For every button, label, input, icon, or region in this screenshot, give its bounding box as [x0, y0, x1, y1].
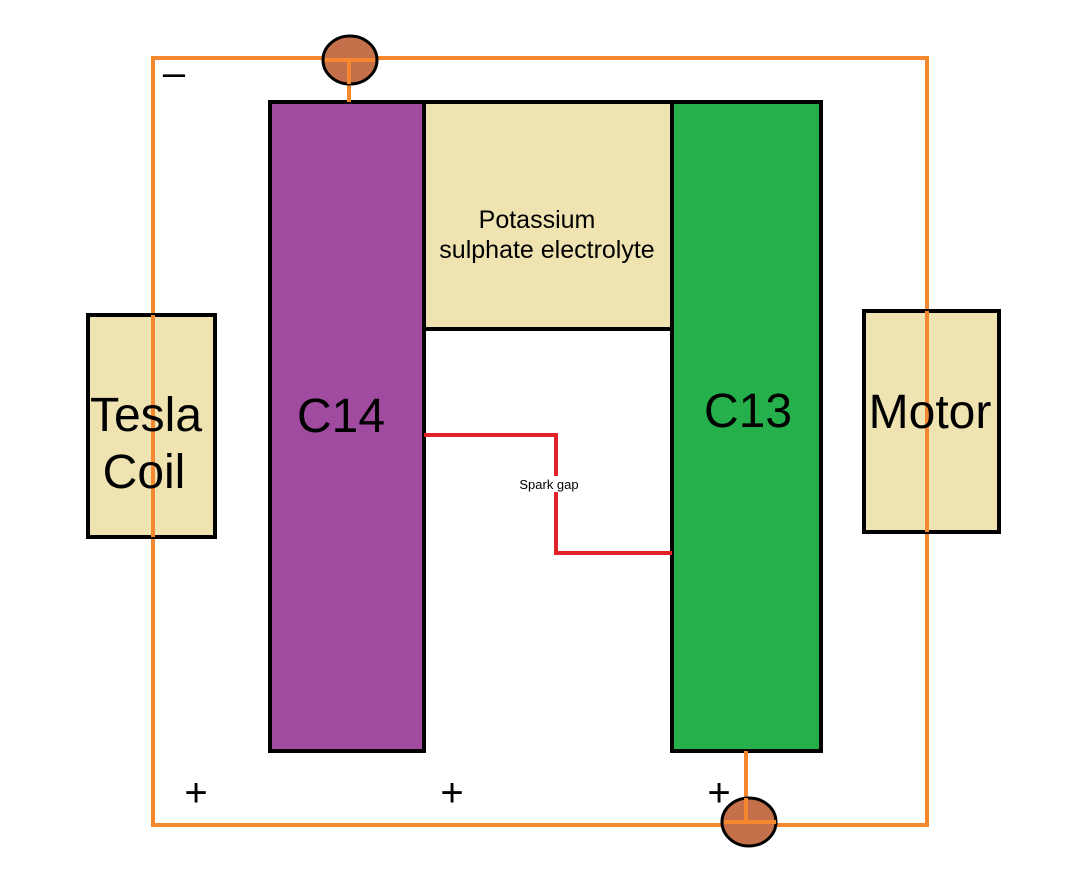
- tesla-coil-label-line1: Tesla: [90, 389, 202, 442]
- tesla-coil-label-line2: Coil: [103, 446, 186, 499]
- spark-gap-label-backdrop: [518, 476, 582, 492]
- electrolyte-box: [422, 100, 675, 331]
- c14-label: C14: [297, 390, 385, 443]
- electrolyte-label-line2: sulphate electrolyte: [439, 236, 654, 264]
- spark-gap-label: Spark gap: [519, 477, 578, 492]
- plus-sign-middle: +: [440, 771, 463, 815]
- c13-electrode: [670, 100, 823, 753]
- c13-label: C13: [704, 385, 792, 438]
- plus-sign-right: +: [707, 771, 730, 815]
- plus-sign-left: +: [184, 771, 207, 815]
- spark-gap-wire: [424, 433, 672, 555]
- motor-label: Motor: [869, 386, 992, 439]
- bottom-terminal-connector: [720, 796, 778, 848]
- motor-box: [862, 309, 1001, 534]
- minus-sign: –: [163, 51, 186, 95]
- top-terminal-connector: [321, 34, 379, 86]
- electrolyte-label-line1: Potassium: [479, 206, 596, 234]
